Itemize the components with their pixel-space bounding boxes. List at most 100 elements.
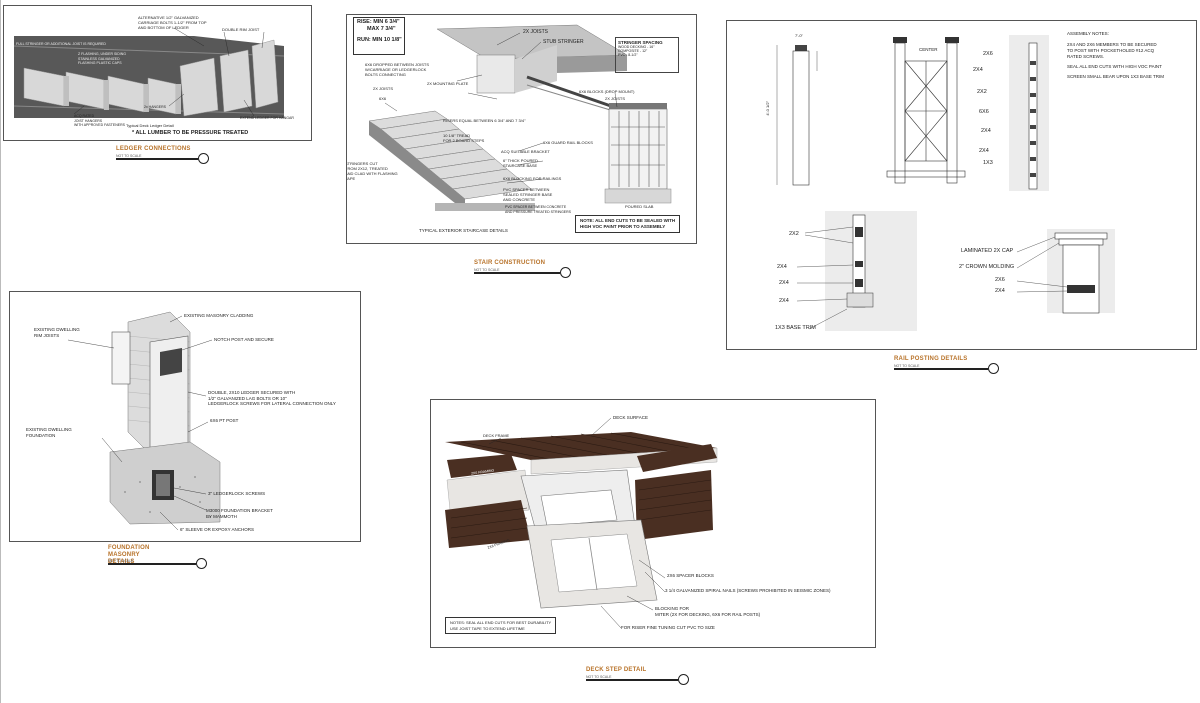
stairs-dropped-label: 6X6 DROPPED BETWEEN JOISTS W/CARRIAGE OR… bbox=[365, 62, 430, 77]
deck-title: DECK STEP DETAIL bbox=[586, 667, 647, 673]
railing-sheet: ASSEMBLY NOTES: 2X4 AND 2X6 MEMBERS TO B… bbox=[726, 20, 1197, 350]
footing-detail-marker bbox=[196, 558, 207, 569]
railing-drawing bbox=[776, 35, 1115, 331]
stairs-pvc2-label: PVC SPACER BETWEEN CONCRETE AND PRESSURE… bbox=[505, 205, 571, 214]
stairs-slab-label: POURED SLAB bbox=[625, 204, 654, 209]
footing-title: FOUNDATION MASONRY DETAILS bbox=[108, 545, 150, 565]
stairs-joists-left-label: 2X JOISTS bbox=[373, 86, 394, 91]
rail-6x6-label: 6X6 bbox=[979, 109, 989, 115]
deck-note: NOTES: SEAL ALL END CUTS FOR BEST DURABI… bbox=[445, 617, 557, 634]
deck-surface-label: DECK SURFACE bbox=[613, 415, 649, 420]
footing-screws-label: 3" LEDGERLOCK SCREWS bbox=[208, 491, 266, 496]
ledger-title: LEDGER CONNECTIONS bbox=[116, 146, 191, 152]
stair-scale: NOT TO SCALE bbox=[474, 268, 500, 272]
deck-drawing bbox=[445, 417, 718, 629]
deck-spacer-label: 2X6 SPACER BLOCKS bbox=[667, 573, 714, 578]
ledger-double-joist-label: DOUBLE RIM JOIST bbox=[222, 27, 260, 32]
stairs-blocking-label: 6X6 BLOCKING FOR RAILINGS bbox=[503, 176, 562, 181]
rail-center-label: CENTER bbox=[919, 47, 938, 52]
rail-dim-height: 4'-0 1/2" bbox=[765, 101, 770, 116]
stringer-spacing-box: STRINGER SPACING WOOD DECKING - 16" COMP… bbox=[615, 37, 679, 73]
stringer-spacing-pvc: PVC - 8-1/2" bbox=[618, 53, 638, 57]
ledger-scale: NOT TO SCALE bbox=[116, 154, 142, 158]
cap-2x6-label: 2X6 bbox=[995, 277, 1005, 283]
ledger-top-note: FULL STRINGER OR ADDITIONAL JOIST IS REQ… bbox=[16, 42, 106, 46]
stairs-bracket-label: ACQ SUITABLE BRACKET bbox=[501, 149, 550, 154]
stringer-spacing-wood: WOOD DECKING - 16" bbox=[618, 45, 655, 49]
stair-drawing bbox=[368, 24, 672, 211]
detail-2x4-label-c: 2X4 bbox=[779, 298, 789, 304]
stair-detail-marker bbox=[560, 267, 571, 278]
stair-sheet: RISE: MIN 6 3/4" MAX 7 3/4" RUN: MIN 10 … bbox=[346, 14, 697, 244]
stairs-tread-label: 10 1/8" TREAD FOR 2 BOARD STEPS bbox=[443, 133, 485, 143]
ledger-title-underline bbox=[116, 158, 198, 160]
footing-double-label: DOUBLE, 2X10 LEDGER SECURED WITH 1/2" GA… bbox=[208, 390, 336, 406]
footing-bracket-label: M3000 FOUNDATION BRACKET BY MAMMOTH bbox=[206, 508, 273, 519]
detail-2x4-label-b: 2X4 bbox=[779, 280, 789, 286]
rail-2x2-label: 2X2 bbox=[977, 89, 987, 95]
rail-2x4-label-b: 2X4 bbox=[981, 128, 991, 134]
detail-2x2-label: 2X2 bbox=[789, 231, 799, 237]
rise-min: RISE: MIN 6 3/4" bbox=[357, 19, 400, 25]
deck-detail-marker bbox=[678, 674, 689, 685]
assembly-note-3: SCREEN SMALL BEAR UPON 1X3 BASE TRIM bbox=[1067, 74, 1165, 79]
rail-1x3-label: 1X3 bbox=[983, 160, 993, 166]
cap-label: LAMINATED 2X CAP bbox=[961, 248, 1014, 254]
ledger-alt-bolts-label: ALTERNATIVE 1/2" GALVANIZED CARRIAGE BOL… bbox=[138, 15, 207, 30]
ledger-acq-label: ACQ RATED JOIST HANGERS WITH APPROVED FA… bbox=[74, 114, 125, 127]
deck-sheet: DECK SURFACE DECK FRAME 2X6 FRAMING 2X6 … bbox=[430, 399, 876, 648]
footing-notch-label: NOTCH POST AND SECURE bbox=[214, 337, 274, 342]
stringer-spacing-composite: COMPOSITE - 12" bbox=[618, 49, 648, 53]
stairs-note: NOTE: ALL END CUTS TO BE SEALED WITH HIG… bbox=[575, 215, 681, 233]
stairs-stringers-cut-label: STRINGERS CUT FROM 2X12, TREATED AND CLA… bbox=[346, 161, 398, 181]
deck-frame-label: DECK FRAME bbox=[483, 433, 510, 438]
assembly-note-1: 2X4 AND 2X6 MEMBERS TO BE SECURED TO POS… bbox=[1067, 42, 1157, 59]
ledger-extend-label: EXTEND LEDGER FOR HANGAR bbox=[240, 116, 294, 120]
detail-base-trim-label: 1X3 BASE TRIM bbox=[775, 325, 816, 331]
ledger-sheet: FULL STRINGER OR ADDITIONAL JOIST IS REQ… bbox=[3, 5, 312, 141]
assembly-notes-heading: ASSEMBLY NOTES: bbox=[1067, 31, 1109, 36]
stringer-spacing-heading: STRINGER SPACING bbox=[618, 40, 663, 45]
rail-2x6-label: 2X6 bbox=[983, 51, 993, 57]
stairs-guard-label: 6X6 GUARD RAIL BLOCKS bbox=[543, 140, 593, 145]
deck-scale: NOT TO SCALE bbox=[586, 675, 612, 679]
stairs-concrete-label: 6" THICK POURED STAIRCASE BASE bbox=[503, 158, 538, 168]
rail-2x4-label-c: 2X4 bbox=[979, 148, 989, 154]
ledger-caption: Typical Deck Ledger Detail bbox=[126, 123, 174, 128]
footing-post-label: 6X6 PT POST bbox=[210, 418, 239, 423]
deck-blocking-label: BLOCKING FOR MITER (2X FOR DECKING, 6X6 … bbox=[655, 606, 761, 617]
footing-cladding-label: EXISTING MASONRY CLADDING bbox=[184, 313, 254, 318]
railing-title-underline bbox=[894, 368, 988, 370]
stairs-stub-label: STUB STRINGER bbox=[543, 39, 584, 45]
ledger-pressure-note: * ALL LUMBER TO BE PRESSURE TREATED bbox=[132, 130, 249, 136]
ledger-detail-marker bbox=[198, 153, 209, 164]
footing-rim-label: EXISTING DWELLING RIM JOISTS bbox=[34, 327, 80, 338]
detail-2x4-label-a: 2X4 bbox=[777, 264, 787, 270]
stairs-mounting-label: 2X MOUNTING PLATE bbox=[427, 81, 469, 86]
stairs-6x6-label: 6X6 bbox=[379, 96, 387, 101]
assembly-notes: ASSEMBLY NOTES: 2X4 AND 2X6 MEMBERS TO B… bbox=[1067, 31, 1191, 80]
footing-drawing bbox=[67, 311, 221, 531]
rise-max: MAX 7 3/4" bbox=[367, 26, 396, 32]
footing-title-underline bbox=[108, 563, 196, 565]
stairs-blocks-drop-label: 6X6 BLOCKS (DROP MOUNT) bbox=[579, 89, 635, 94]
deck-nails-label: 3 1/4 GALVANIZED SPIRAL NAILS (SCREWS PR… bbox=[665, 588, 831, 593]
footing-sheet: EXISTING DWELLING RIM JOISTS EXISTING MA… bbox=[9, 291, 361, 542]
cap-2x4-label: 2X4 bbox=[995, 288, 1005, 294]
assembly-note-2: SEAL ALL END CUTS WITH HIGH VOC PAINT bbox=[1067, 64, 1162, 69]
ledger-hangers-label: 2x HANGERS bbox=[144, 105, 166, 109]
ledger-drawing bbox=[13, 27, 285, 118]
stairs-risers-label: RISERS EQUAL BETWEEN 6 3/4" AND 7 3/4" bbox=[443, 118, 526, 123]
railing-title: RAIL POSTING DETAILS bbox=[894, 356, 968, 362]
stair-title: STAIR CONSTRUCTION bbox=[474, 260, 546, 266]
deck-title-underline bbox=[586, 679, 678, 681]
deck-riser-label: FOR RISER FINE TUNING CUT PVC TO SIZE bbox=[621, 625, 715, 630]
crown-label: 2" CROWN MOLDING bbox=[959, 264, 1015, 270]
railing-scale: NOT TO SCALE bbox=[894, 364, 920, 368]
footing-sleeve-label: 6" SLEEVE OR EXPOXY ANCHORS bbox=[180, 527, 255, 532]
stairs-joists-right-label: 2X JOISTS bbox=[605, 96, 626, 101]
footing-foundation-label: EXISTING DWELLING FOUNDATION bbox=[26, 427, 72, 438]
run-min: RUN: MIN 10 1/8" bbox=[357, 37, 402, 43]
railing-detail-marker bbox=[988, 363, 999, 374]
footing-scale: NOT TO SCALE bbox=[108, 559, 134, 563]
